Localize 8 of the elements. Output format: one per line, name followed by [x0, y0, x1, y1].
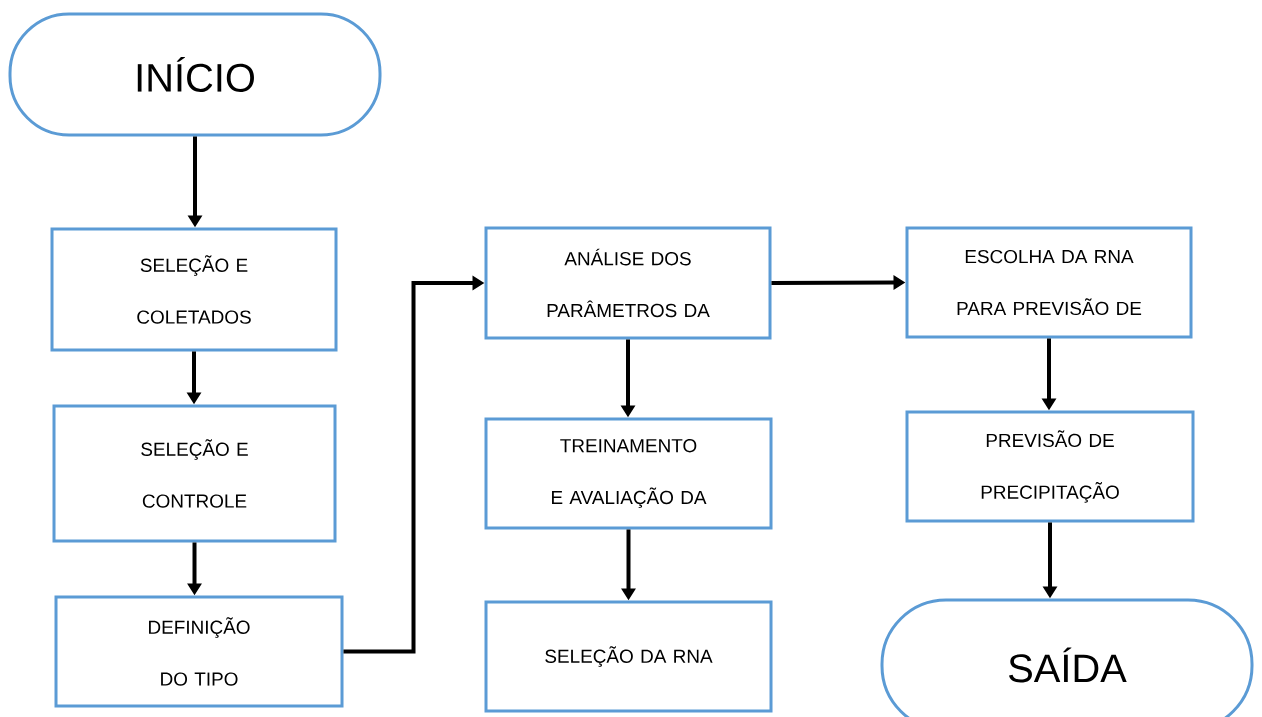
process-box: TREINAMENTO E AVALIAÇÃO DA	[484, 417, 773, 530]
process-box: SELEÇÃO E COLETADOS	[50, 227, 338, 352]
process-box: PREVISÃO DE PRECIPITAÇÃO	[905, 410, 1195, 523]
process-box: DEFINIÇÃO DO TIPO	[54, 595, 344, 708]
process-box: SELEÇÃO DA RNA	[484, 600, 773, 713]
process-box: ANÁLISE DOS PARÂMETROS DA	[484, 226, 772, 340]
process-box: SELEÇÃO E CONTROLE	[52, 404, 337, 543]
process-box: ESCOLHA DA RNA PARA PREVISÃO DE	[905, 226, 1193, 339]
